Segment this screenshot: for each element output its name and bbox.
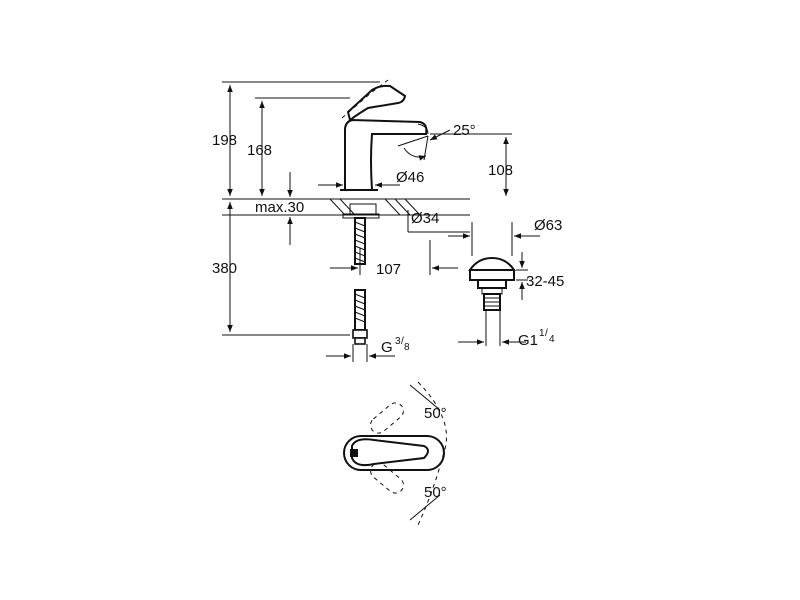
- dimension-32-45: [516, 252, 528, 300]
- supply-hose-lower: [352, 289, 368, 345]
- label-108: 108: [488, 162, 513, 179]
- dimension-198: [222, 81, 380, 336]
- faucet-side-view: [340, 79, 451, 191]
- dimension-108: [430, 133, 512, 196]
- dimension-d63: [448, 222, 540, 256]
- countertop: [222, 198, 470, 219]
- label-168: 168: [247, 142, 272, 159]
- dimension-168: [255, 97, 350, 196]
- label-angle-top: 50°: [424, 405, 447, 422]
- label-g1-1-4: G1 1 / 4: [518, 323, 555, 349]
- label-max30: max.30: [255, 199, 304, 216]
- pop-up-drain: [468, 256, 516, 346]
- label-107: 107: [376, 261, 401, 278]
- label-angle-bottom: 50°: [424, 484, 447, 501]
- label-32-45: 32-45: [526, 273, 564, 290]
- label-d63: Ø63: [534, 217, 562, 234]
- label-d34: Ø34: [411, 210, 439, 227]
- label-380: 380: [212, 260, 237, 277]
- faucet-top-view: [343, 381, 447, 526]
- label-d46: Ø46: [396, 169, 424, 186]
- label-angle-spout: 25°: [453, 122, 476, 139]
- label-198: 198: [212, 132, 237, 149]
- dimension-g3-8: [326, 344, 395, 362]
- label-g3-8: G 3 / 8: [381, 331, 410, 356]
- dimension-107: [330, 240, 458, 275]
- dimension-d34: [407, 210, 470, 233]
